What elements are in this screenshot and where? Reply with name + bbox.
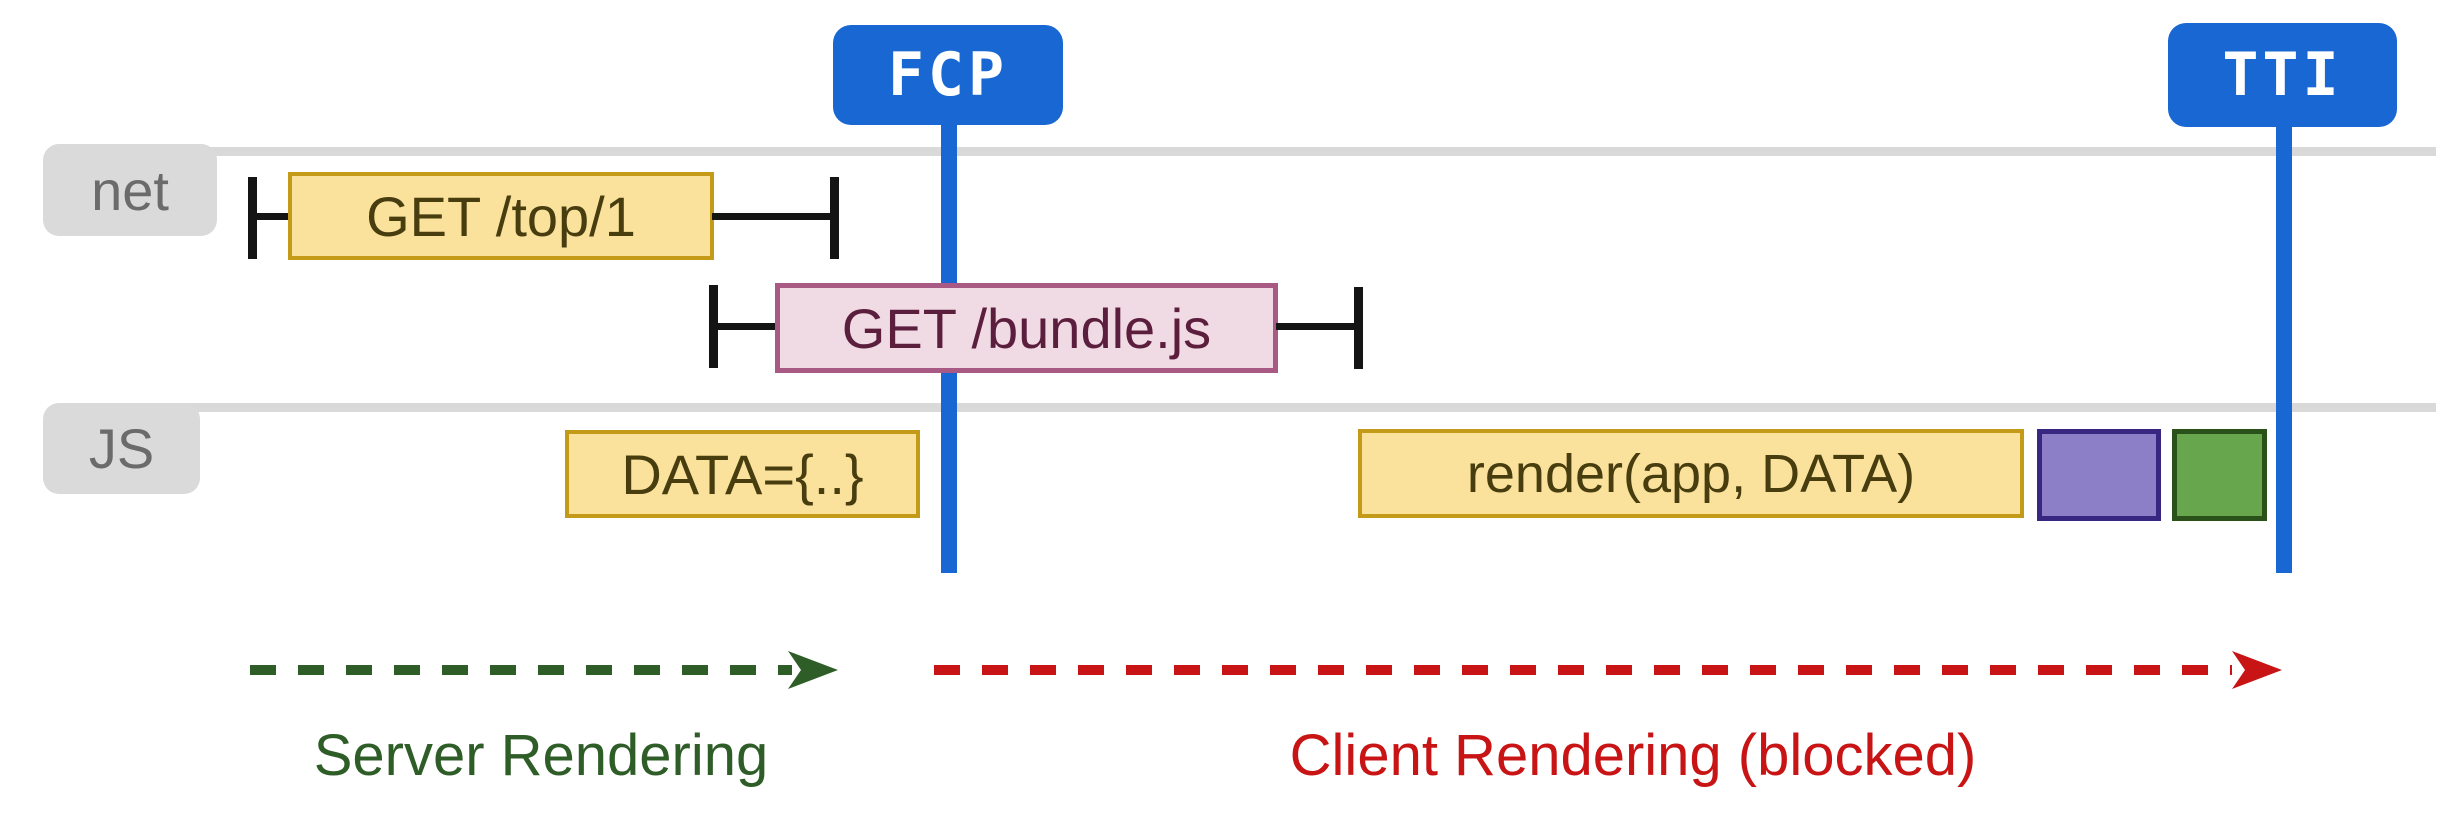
request-bundle-start-tick	[709, 285, 718, 368]
server-rendering-arrow-dashes	[250, 665, 792, 675]
js-lane-line	[60, 403, 2436, 412]
request-bundle-end-tick	[1354, 287, 1363, 369]
js-lane-label: JS	[88, 417, 155, 480]
net-lane-line	[60, 147, 2436, 156]
net-lane-tab: net	[43, 144, 217, 236]
request-bundle-start-whisker	[714, 323, 777, 330]
tti-marker-line	[2276, 120, 2292, 573]
request-top1-start-tick	[248, 177, 257, 259]
server-rendering-phase-label: Server Rendering	[313, 723, 769, 788]
client-rendering-phase-label: Client Rendering (blocked)	[1289, 723, 1977, 788]
js-task-purple-box	[2037, 429, 2161, 521]
js-task-render-box: render(app, DATA)	[1358, 429, 2024, 518]
request-top1-label: GET /top/1	[366, 184, 636, 248]
tti-marker-badge: TTI	[2168, 23, 2397, 127]
server-rendering-arrowhead-icon	[788, 651, 838, 689]
js-task-render-label: render(app, DATA)	[1466, 443, 1916, 504]
request-top1-end-tick	[830, 177, 839, 259]
request-top1-start-whisker	[253, 213, 290, 220]
request-bundle-box: GET /bundle.js	[775, 283, 1278, 373]
js-task-data-label: DATA={..}	[621, 442, 864, 506]
fcp-marker-badge: FCP	[833, 25, 1063, 125]
request-bundle-end-whisker	[1276, 323, 1358, 330]
tti-badge-label: TTI	[2222, 40, 2343, 110]
net-lane-label: net	[91, 158, 169, 222]
request-top1-box: GET /top/1	[288, 172, 714, 260]
request-bundle-label: GET /bundle.js	[841, 296, 1212, 360]
request-top1-end-whisker	[712, 213, 834, 220]
js-task-data-box: DATA={..}	[565, 430, 920, 518]
client-rendering-arrow-dashes	[934, 665, 2232, 675]
fcp-badge-label: FCP	[887, 40, 1009, 110]
client-rendering-arrowhead-icon	[2232, 651, 2282, 689]
js-task-green-box	[2172, 429, 2267, 521]
js-lane-tab: JS	[43, 403, 200, 494]
